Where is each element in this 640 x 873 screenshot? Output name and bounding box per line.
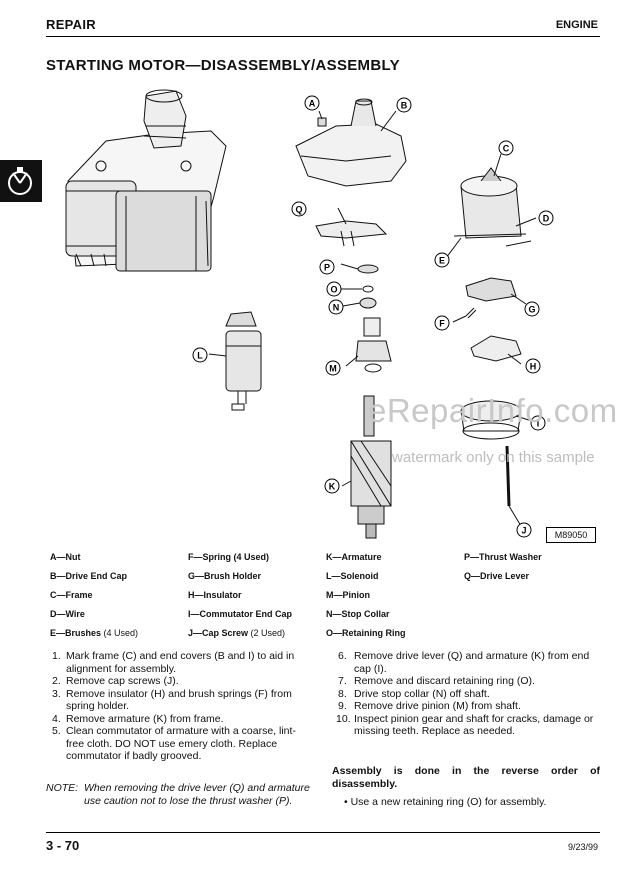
svg-text:M: M <box>329 364 337 374</box>
figure-id: M89050 <box>546 527 596 543</box>
callout-E: E <box>434 252 450 268</box>
procedure-step: 9.Remove drive pinion (M) from shaft. <box>338 700 521 712</box>
callout-F: F <box>434 315 450 331</box>
legend-item: H—Insulator <box>188 590 242 600</box>
callout-A: A <box>304 95 320 111</box>
procedure-steps-right: 6.Remove drive lever (Q) and armature (K… <box>336 650 600 738</box>
legend-item: D—Wire <box>50 609 85 619</box>
svg-text:G: G <box>528 305 535 315</box>
commutator-end-cap-drawing <box>460 400 522 440</box>
procedure-step: 10.Inspect pinion gear and shaft for cra… <box>336 712 594 738</box>
svg-text:L: L <box>197 351 203 361</box>
svg-text:P: P <box>324 263 330 273</box>
legend-item: E—Brushes (4 Used) <box>50 628 139 638</box>
callout-K: K <box>324 478 340 494</box>
assembly-heading: Assembly is done in the reverse order of… <box>332 765 600 790</box>
cap-screw-drawing <box>505 445 511 507</box>
legend-item: G—Brush Holder <box>188 571 262 581</box>
svg-text:A: A <box>309 99 316 109</box>
svg-text:N: N <box>333 303 340 313</box>
callout-N: N <box>328 299 344 315</box>
drive-lever-drawing <box>315 220 388 247</box>
procedure-step: 5.Clean commutator of armature with a co… <box>52 725 296 762</box>
svg-text:I: I <box>537 419 540 429</box>
legend-item: K—Armature <box>326 552 382 562</box>
callout-O: O <box>326 281 342 297</box>
callout-B: B <box>396 97 412 113</box>
note-label: NOTE: <box>46 782 79 794</box>
starter-exploded-view: A B C D E F G H I J K L M N O P Q <box>65 89 554 539</box>
svg-text:H: H <box>530 362 537 372</box>
callout-J: J <box>516 522 532 538</box>
pinion-drawing <box>355 317 392 373</box>
legend-item: C—Frame <box>50 590 93 600</box>
callout-G: G <box>524 301 540 317</box>
legend-item: P—Thrust Washer <box>464 552 542 562</box>
header-section: REPAIR <box>46 17 96 32</box>
legend-item: N—Stop Collar <box>326 609 390 619</box>
svg-text:F: F <box>439 319 445 329</box>
procedure-step: 4.Remove armature (K) from frame. <box>52 712 224 725</box>
page-title: STARTING MOTOR—DISASSEMBLY/ASSEMBLY <box>46 57 400 74</box>
watermark-note: watermark only on this sample <box>392 449 595 466</box>
note-text: When removing the drive lever (Q) and ar… <box>84 782 310 807</box>
watermark-url: eRepairInfo.com <box>368 392 618 429</box>
insulator-drawing <box>470 335 522 362</box>
solenoid-drawing <box>225 311 262 411</box>
thrust-washer-drawing <box>357 264 379 274</box>
side-tab <box>0 160 42 202</box>
svg-text:J: J <box>521 526 526 536</box>
callout-I: I <box>530 415 546 431</box>
procedure-steps-left: 1.Mark frame (C) and end covers (B and I… <box>52 650 307 763</box>
svg-text:K: K <box>329 482 336 492</box>
page-number: 3 - 70 <box>46 838 80 853</box>
assembly-bullet: • Use a new retaining ring (O) for assem… <box>344 796 547 808</box>
callout-D: D <box>538 210 554 226</box>
callout-Q: Q <box>291 201 307 217</box>
svg-text:C: C <box>503 144 510 154</box>
legend-item: J—Cap Screw (2 Used) <box>188 628 286 638</box>
legend-item: O—Retaining Ring <box>326 628 406 638</box>
stop-collar-drawing <box>359 297 377 309</box>
revision-date: 9/23/99 <box>567 842 598 852</box>
legend-item: I—Commutator End Cap <box>188 609 293 619</box>
procedure-step: 7.Remove and discard retaining ring (O). <box>338 675 535 687</box>
callout-M: M <box>325 360 341 376</box>
callout-C: C <box>498 140 514 156</box>
procedure-step: 1.Mark frame (C) and end covers (B and I… <box>52 650 295 675</box>
svg-text:D: D <box>543 214 550 224</box>
header-rule <box>46 36 600 37</box>
svg-text:O: O <box>330 285 337 295</box>
procedure-step: 3.Remove insulator (H) and brush springs… <box>52 687 292 713</box>
legend-item: F—Spring (4 Used) <box>188 552 270 562</box>
callout-H: H <box>525 358 541 374</box>
legend-item: M—Pinion <box>326 590 370 600</box>
drive-end-cap-drawing <box>295 98 407 187</box>
callout-L: L <box>192 347 208 363</box>
procedure-step: 6.Remove drive lever (Q) and armature (K… <box>338 650 590 675</box>
svg-text:E: E <box>439 256 445 266</box>
engine-section-icon <box>8 167 32 195</box>
procedure-step: 2.Remove cap screws (J). <box>52 675 179 687</box>
frame-drawing <box>453 167 527 239</box>
assembled-starter-drawing <box>65 89 227 272</box>
procedure-step: 8.Drive stop collar (N) off shaft. <box>338 687 490 700</box>
svg-text:B: B <box>401 101 408 111</box>
spring-drawing <box>465 307 477 319</box>
legend-item: A—Nut <box>50 552 81 562</box>
caution-note: NOTE: When removing the drive lever (Q) … <box>46 782 316 807</box>
footer-rule <box>46 832 600 833</box>
nut-drawing <box>317 117 327 127</box>
callout-P: P <box>319 259 335 275</box>
header-chapter: ENGINE <box>555 19 598 31</box>
armature-drawing <box>350 395 392 539</box>
svg-text:Q: Q <box>295 205 302 215</box>
brush-holder-drawing <box>465 277 517 302</box>
legend-item: B—Drive End Cap <box>50 571 128 581</box>
legend-item: Q—Drive Lever <box>464 571 530 581</box>
retaining-ring-drawing <box>362 285 374 293</box>
legend-item: L—Solenoid <box>326 571 379 581</box>
